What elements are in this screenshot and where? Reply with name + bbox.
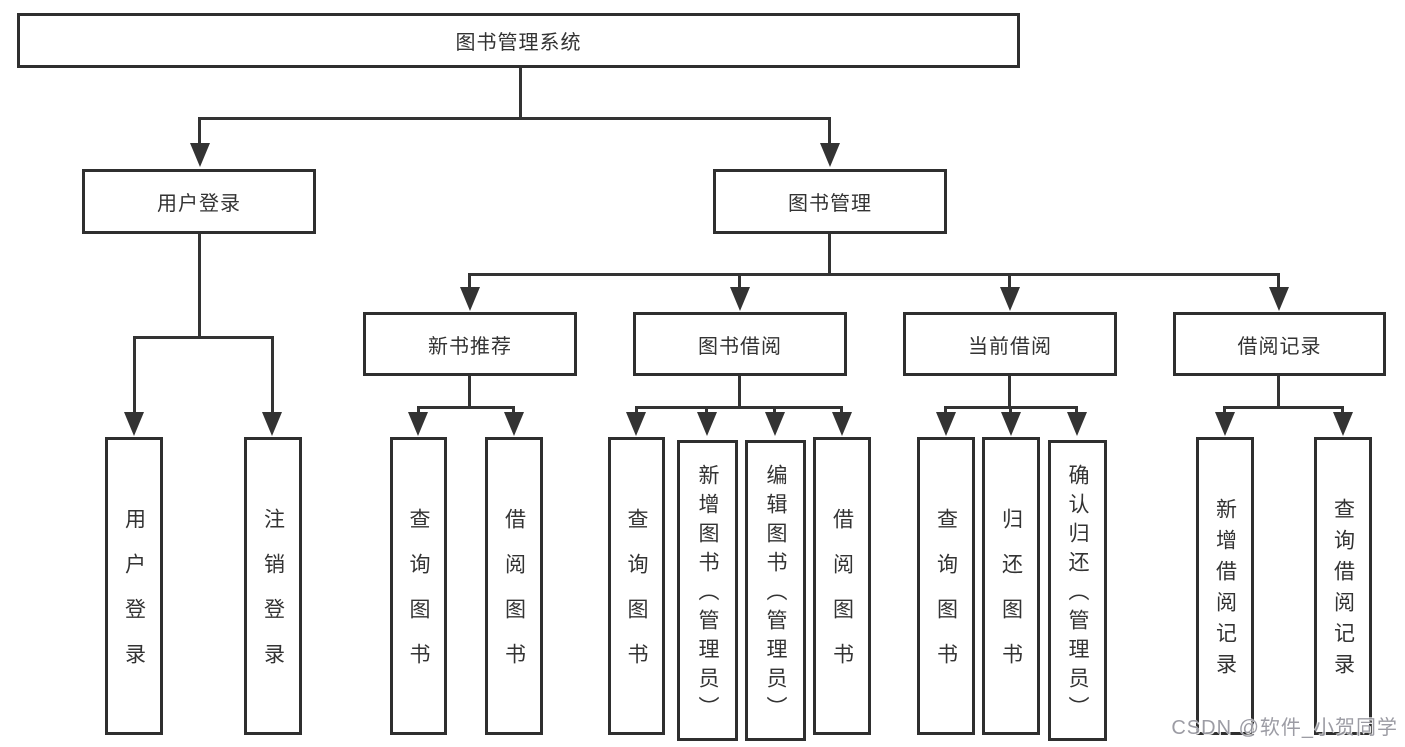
connector-drop-logout-leaf (271, 336, 274, 414)
node-label: 当前借阅 (968, 335, 1052, 358)
connector-drop-borrow (738, 273, 741, 289)
connector-drop-current-leaf2 (1009, 406, 1012, 415)
leaf-borrow-book: 借阅图书 (813, 437, 871, 735)
node-book-borrow: 图书借阅 (633, 312, 847, 376)
node-label: 图书管理 (788, 193, 872, 215)
arrow-down-icon (1000, 287, 1020, 311)
leaf-query-books: 查询图书 (608, 437, 665, 735)
leaf-label: 查询借阅记录 (1331, 498, 1355, 684)
node-library-system: 图书管理系统 (17, 13, 1020, 68)
connector-drop-record-leaf1 (1223, 406, 1226, 415)
node-borrow-record: 借阅记录 (1173, 312, 1386, 376)
node-label: 新书推荐 (428, 335, 512, 358)
leaf-confirm-return-admin: 确认归还（管理员） (1048, 440, 1107, 741)
arrow-down-icon (1067, 412, 1087, 436)
connector-root-stem (519, 68, 522, 117)
arrow-down-icon (408, 412, 428, 436)
connector-book-management-stem (828, 234, 831, 273)
connector-drop-record (1277, 273, 1280, 289)
connector-recommend-rail (417, 406, 515, 409)
connector-drop-user-login (198, 117, 201, 147)
arrow-down-icon (1269, 287, 1289, 311)
leaf-label: 查询图书 (407, 508, 430, 688)
connector-borrow-stem (738, 376, 741, 406)
arrow-down-icon (730, 287, 750, 311)
node-label: 图书管理系统 (455, 32, 582, 54)
connector-drop-record-leaf2 (1341, 406, 1344, 415)
node-label: 图书借阅 (698, 335, 782, 358)
leaf-return-book: 归还图书 (982, 437, 1040, 735)
connector-user-login-stem (198, 234, 201, 336)
node-book-management: 图书管理 (713, 169, 947, 234)
arrow-down-icon (832, 412, 852, 436)
arrow-down-icon (1215, 412, 1235, 436)
node-current-borrow: 当前借阅 (903, 312, 1117, 376)
leaf-label: 查询图书 (625, 508, 648, 688)
leaf-user-login: 用户登录 (105, 437, 163, 735)
connector-drop-borrow-leaf2 (705, 406, 708, 415)
connector-borrow-rail (635, 406, 843, 409)
connector-current-rail (944, 406, 1078, 409)
arrow-down-icon (460, 287, 480, 311)
connector-record-rail (1223, 406, 1344, 409)
leaf-label: 借阅图书 (830, 508, 854, 688)
leaf-label: 归还图书 (999, 508, 1023, 688)
arrow-down-icon (124, 412, 144, 436)
arrow-down-icon (936, 412, 956, 436)
arrow-down-icon (626, 412, 646, 436)
arrow-down-icon (697, 412, 717, 436)
leaf-label: 注销登录 (261, 508, 285, 688)
leaf-query-borrow-record: 查询借阅记录 (1314, 437, 1372, 735)
connector-drop-recommend (468, 273, 471, 289)
connector-login-rail (133, 336, 274, 339)
leaf-add-book-admin: 新增图书（管理员） (677, 440, 738, 741)
leaf-label: 新增图书（管理员） (696, 464, 719, 725)
arrow-down-icon (820, 143, 840, 167)
node-user-login: 用户登录 (82, 169, 316, 234)
connector-current-stem (1008, 376, 1011, 406)
leaf-add-borrow-record: 新增借阅记录 (1196, 437, 1254, 735)
arrow-down-icon (190, 143, 210, 167)
connector-drop-borrow-leaf4 (840, 406, 843, 415)
connector-drop-current (1008, 273, 1011, 289)
connector-drop-borrow-leaf1 (635, 406, 638, 415)
connector-level2-rail (468, 273, 1280, 276)
leaf-label: 借阅图书 (502, 508, 526, 688)
node-new-book-recommend: 新书推荐 (363, 312, 577, 376)
leaf-logout: 注销登录 (244, 437, 302, 735)
csdn-watermark: CSDN @软件_小贺同学 (1171, 717, 1398, 739)
leaf-label: 新增借阅记录 (1213, 498, 1237, 684)
leaf-label: 确认归还（管理员） (1066, 464, 1089, 725)
connector-drop-recommend-leaf1 (417, 406, 420, 415)
arrow-down-icon (765, 412, 785, 436)
connector-drop-book-management (828, 117, 831, 147)
leaf-label: 查询图书 (934, 508, 958, 688)
leaf-query-books: 查询图书 (917, 437, 975, 735)
node-label: 借阅记录 (1237, 335, 1322, 358)
connector-drop-current-leaf3 (1075, 406, 1078, 415)
connector-drop-borrow-leaf3 (773, 406, 776, 415)
connector-drop-current-leaf1 (944, 406, 947, 415)
leaf-label: 编辑图书（管理员） (764, 464, 787, 725)
leaf-borrow-book: 借阅图书 (485, 437, 543, 735)
node-label: 用户登录 (157, 193, 241, 215)
connector-drop-login-leaf (133, 336, 136, 414)
arrow-down-icon (1001, 412, 1021, 436)
connector-recommend-stem (468, 376, 471, 406)
connector-level1-rail (198, 117, 831, 120)
connector-drop-recommend-leaf2 (512, 406, 515, 415)
leaf-edit-book-admin: 编辑图书（管理员） (745, 440, 806, 741)
leaf-query-books: 查询图书 (390, 437, 447, 735)
arrow-down-icon (262, 412, 282, 436)
leaf-label: 用户登录 (122, 508, 146, 688)
arrow-down-icon (504, 412, 524, 436)
connector-record-stem (1277, 376, 1280, 406)
arrow-down-icon (1333, 412, 1353, 436)
